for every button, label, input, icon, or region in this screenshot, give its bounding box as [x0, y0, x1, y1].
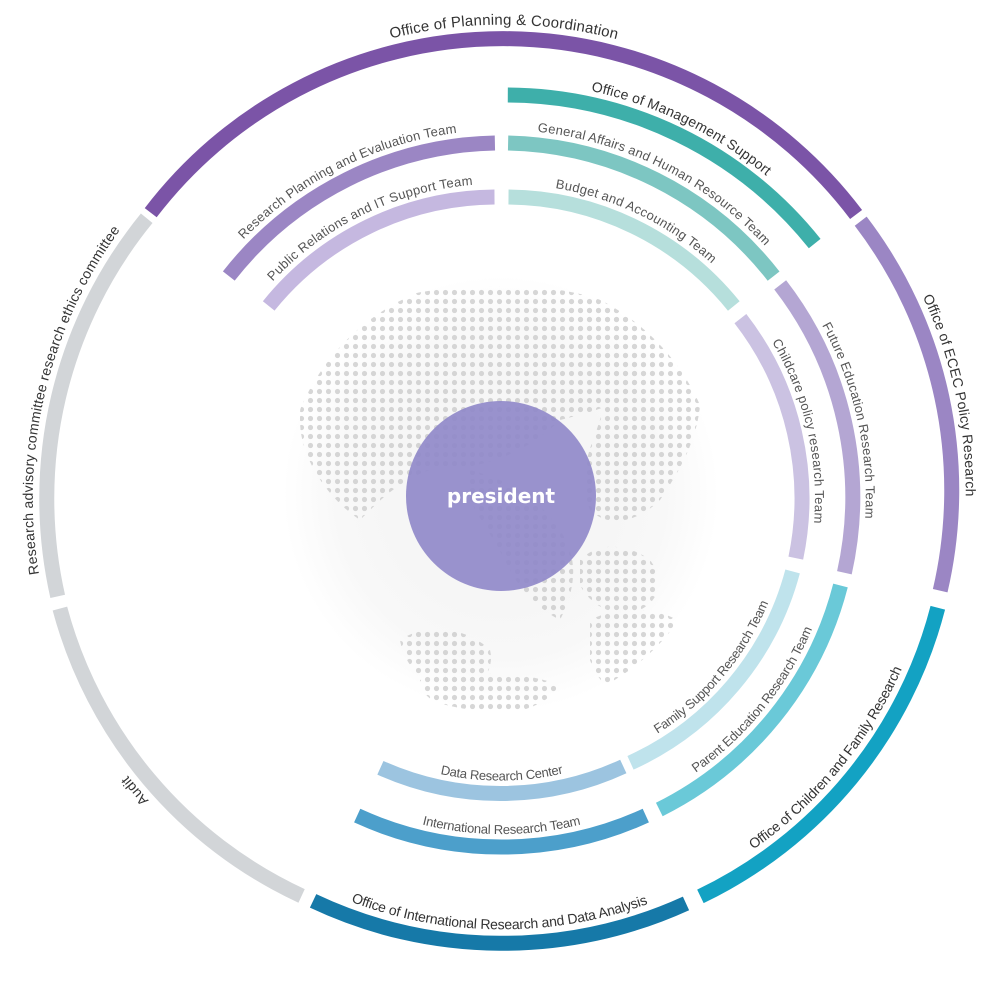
- data-center-arc: [377, 759, 627, 802]
- president-label: president: [447, 484, 556, 508]
- committee-arc: [39, 213, 153, 599]
- family-support-arc: [627, 569, 800, 770]
- international-team-label: International Research Team: [421, 813, 581, 837]
- data-center-label: Data Research Center: [440, 761, 565, 783]
- parent-education-arc: [655, 583, 848, 817]
- president-circle: [406, 401, 596, 591]
- management-support-arc: [507, 87, 821, 249]
- outer-ring: [39, 31, 960, 951]
- research-planning-arc: [222, 135, 496, 281]
- budget-arc: [508, 189, 740, 311]
- inner-ring: [222, 87, 861, 855]
- office-children-family-arc: [697, 605, 946, 904]
- childcare-policy-arc: [734, 314, 810, 560]
- international-team-arc: [354, 808, 649, 855]
- president-node: president: [406, 401, 596, 591]
- office-planning-arc: [144, 31, 863, 220]
- public-relations-arc: [262, 189, 495, 311]
- audit-arc: [52, 606, 305, 903]
- future-education-arc: [774, 280, 861, 575]
- general-affairs-arc: [507, 135, 780, 281]
- office-ecec-arc: [854, 216, 960, 593]
- office-international-arc: [309, 894, 690, 951]
